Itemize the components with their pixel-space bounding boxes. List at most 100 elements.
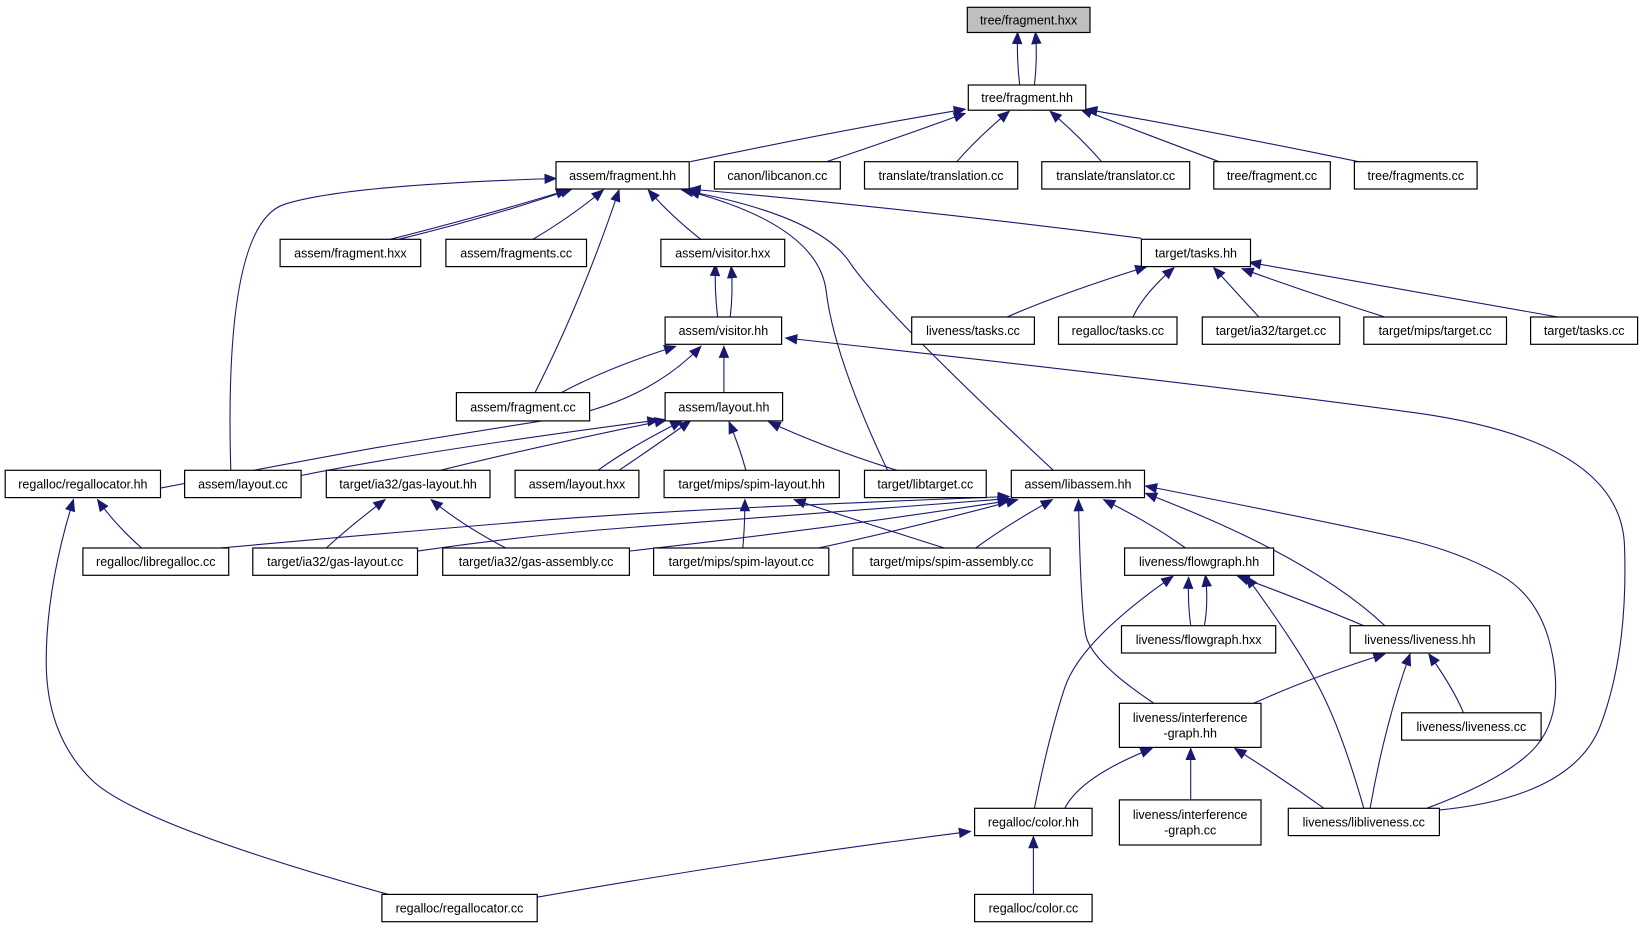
node-assem-layout-hxx[interactable]: assem/layout.hxx (514, 469, 640, 499)
node-box[interactable] (967, 84, 1087, 111)
node-liveness-interference-graph-hh[interactable]: liveness/interference-graph.hh (1118, 702, 1262, 748)
arrowhead-icon (689, 345, 702, 359)
node-box[interactable] (184, 469, 302, 499)
node-liveness-tasks-cc[interactable]: liveness/tasks.cc (911, 316, 1036, 345)
node-box[interactable] (660, 238, 786, 268)
node-box[interactable] (325, 469, 491, 499)
node-assem-fragment-cc[interactable]: assem/fragment.cc (455, 392, 591, 422)
node-box[interactable] (514, 469, 640, 499)
node-label: liveness/flowgraph.hh (1139, 555, 1259, 569)
node-box[interactable] (1140, 238, 1252, 268)
node-liveness-libliveness-cc[interactable]: liveness/libliveness.cc (1287, 807, 1441, 837)
node-translate-translation-cc[interactable]: translate/translation.cc (863, 161, 1019, 190)
node-box[interactable] (1400, 712, 1542, 741)
node-assem-fragments-cc[interactable]: assem/fragments.cc (445, 238, 588, 268)
node-box[interactable] (1287, 807, 1441, 837)
arrowhead-icon (372, 498, 387, 511)
node-regalloc-tasks-cc[interactable]: regalloc/tasks.cc (1057, 316, 1178, 345)
node-liveness-interference-graph-cc[interactable]: liveness/interference-graph.cc (1118, 799, 1262, 846)
node-box[interactable] (664, 316, 783, 345)
node-canon-libcanon-cc[interactable]: canon/libcanon.cc (713, 161, 841, 190)
node-target-libtarget-cc[interactable]: target/libtarget.cc (863, 469, 987, 499)
node-box[interactable] (663, 469, 840, 499)
node-box[interactable] (381, 893, 538, 923)
node-target-ia32-gas-assembly-cc[interactable]: target/ia32/gas-assembly.cc (442, 547, 631, 576)
arrowhead-icon (1428, 652, 1440, 667)
node-translate-translator-cc[interactable]: translate/translator.cc (1041, 161, 1191, 190)
node-target-tasks-cc[interactable]: target/tasks.cc (1529, 316, 1639, 345)
arrowhead-icon (709, 263, 721, 277)
node-tree-fragments-cc[interactable]: tree/fragments.cc (1353, 161, 1478, 190)
node-assem-libassem-hh[interactable]: assem/libassem.hh (1010, 469, 1146, 499)
node-box[interactable] (1529, 316, 1639, 345)
node-assem-visitor-hxx[interactable]: assem/visitor.hxx (660, 238, 786, 268)
node-target-mips-spim-layout-hh[interactable]: target/mips/spim-layout.hh (663, 469, 840, 499)
node-assem-fragment-hxx[interactable]: assem/fragment.hxx (279, 238, 422, 268)
node-box[interactable] (1213, 161, 1331, 190)
node-box[interactable] (1349, 625, 1491, 654)
node-target-ia32-gas-layout-cc[interactable]: target/ia32/gas-layout.cc (252, 547, 419, 576)
node-box[interactable] (1353, 161, 1478, 190)
arrowhead-icon (1182, 576, 1194, 590)
node-box[interactable] (973, 893, 1093, 923)
node-target-ia32-gas-layout-hh[interactable]: target/ia32/gas-layout.hh (325, 469, 491, 499)
node-regalloc-regallocator-hh[interactable]: regalloc/regallocator.hh (4, 469, 162, 499)
node-tree-fragment-cc[interactable]: tree/fragment.cc (1213, 161, 1331, 190)
node-box[interactable] (445, 238, 588, 268)
node-target-ia32-target-cc[interactable]: target/ia32/target.cc (1201, 316, 1341, 345)
node-box[interactable] (82, 547, 230, 576)
node-liveness-flowgraph-hxx[interactable]: liveness/flowgraph.hxx (1120, 625, 1277, 654)
node-box[interactable] (973, 807, 1093, 837)
node-box[interactable] (555, 161, 690, 190)
dependency-edge (1064, 747, 1154, 809)
node-box[interactable] (652, 547, 830, 576)
node-tree-fragment-hh[interactable]: tree/fragment.hh (967, 84, 1087, 111)
node-regalloc-color-cc[interactable]: regalloc/color.cc (973, 893, 1093, 923)
node-box[interactable] (1118, 799, 1262, 846)
node-label: assem/visitor.hxx (675, 247, 771, 261)
node-box[interactable] (4, 469, 162, 499)
dependency-edge (709, 263, 721, 318)
node-box[interactable] (1363, 316, 1508, 345)
node-regalloc-libregalloc-cc[interactable]: regalloc/libregalloc.cc (82, 547, 230, 576)
dependency-edge (1248, 259, 1558, 318)
node-regalloc-regallocator-cc[interactable]: regalloc/regallocator.cc (381, 893, 538, 923)
arrowhead-icon (958, 827, 972, 839)
node-liveness-liveness-cc[interactable]: liveness/liveness.cc (1400, 712, 1542, 741)
node-assem-visitor-hh[interactable]: assem/visitor.hh (664, 316, 783, 345)
node-target-mips-spim-layout-cc[interactable]: target/mips/spim-layout.cc (652, 547, 830, 576)
node-box[interactable] (252, 547, 419, 576)
node-assem-fragment-hh[interactable]: assem/fragment.hh (555, 161, 690, 190)
node-box[interactable] (713, 161, 841, 190)
node-box[interactable] (911, 316, 1036, 345)
node-box[interactable] (455, 392, 591, 422)
root-node-box[interactable] (966, 6, 1091, 34)
node-box[interactable] (1120, 625, 1277, 654)
node-target-tasks-hh[interactable]: target/tasks.hh (1140, 238, 1252, 268)
node-box[interactable] (664, 392, 784, 422)
node-box[interactable] (1118, 702, 1262, 748)
node-regalloc-color-hh[interactable]: regalloc/color.hh (973, 807, 1093, 837)
node-assem-layout-hh[interactable]: assem/layout.hh (664, 392, 784, 422)
node-box[interactable] (1010, 469, 1146, 499)
node-box[interactable] (1201, 316, 1341, 345)
node-label: assem/fragment.hh (569, 169, 676, 183)
node-box[interactable] (1057, 316, 1178, 345)
node-box[interactable] (863, 469, 987, 499)
node-box[interactable] (1041, 161, 1191, 190)
edge-line (440, 419, 667, 471)
node-box[interactable] (863, 161, 1019, 190)
arrowhead-icon (677, 420, 692, 432)
node-box[interactable] (852, 547, 1051, 576)
node-target-mips-spim-assembly-cc[interactable]: target/mips/spim-assembly.cc (852, 547, 1051, 576)
arrowhead-icon (1233, 747, 1248, 760)
node-liveness-liveness-hh[interactable]: liveness/liveness.hh (1349, 625, 1491, 654)
node-tree-fragment-hxx[interactable]: tree/fragment.hxx (966, 6, 1091, 34)
node-liveness-flowgraph-hh[interactable]: liveness/flowgraph.hh (1123, 547, 1275, 576)
dependency-edge (1240, 267, 1385, 318)
node-assem-layout-cc[interactable]: assem/layout.cc (184, 469, 302, 499)
node-box[interactable] (442, 547, 631, 576)
node-box[interactable] (279, 238, 422, 268)
node-target-mips-target-cc[interactable]: target/mips/target.cc (1363, 316, 1508, 345)
node-box[interactable] (1123, 547, 1275, 576)
